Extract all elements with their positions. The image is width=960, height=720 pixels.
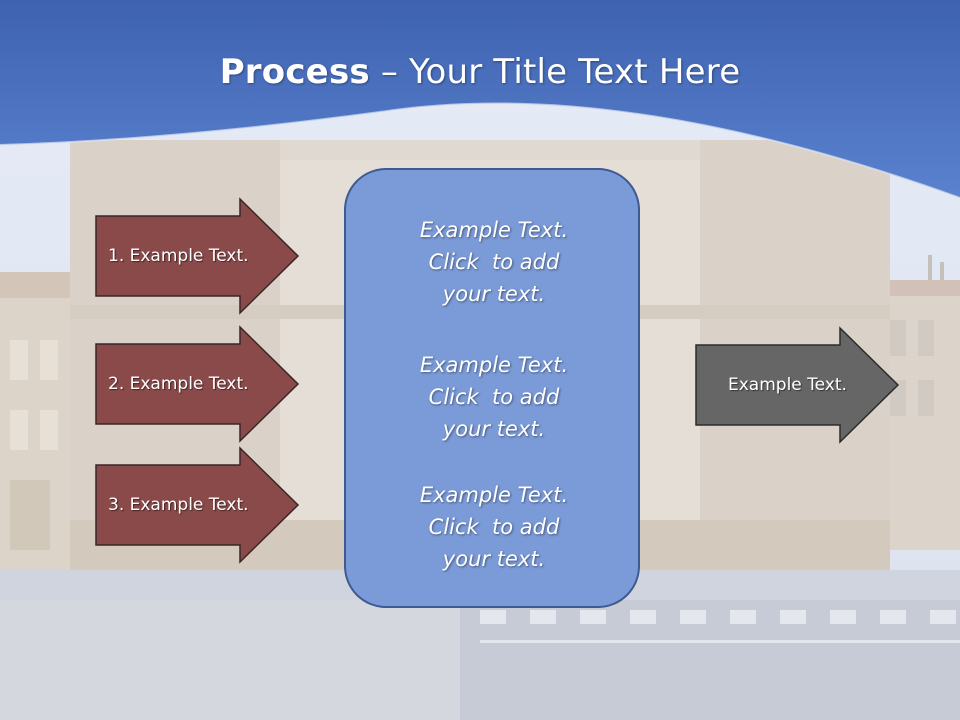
- panel-text-line: Example Text.: [419, 353, 569, 377]
- arrow-shape: [695, 326, 900, 444]
- center-text-panel[interactable]: Example Text. Click to add your text. Ex…: [344, 168, 640, 608]
- result-arrow[interactable]: Example Text.: [695, 326, 900, 444]
- panel-text-line: your text.: [442, 282, 546, 306]
- process-step-arrow-2[interactable]: 2. Example Text.: [95, 325, 300, 443]
- step-3-label: 3. Example Text.: [108, 495, 249, 515]
- result-label: Example Text.: [728, 375, 847, 395]
- panel-text-block-3[interactable]: Example Text. Click to add your text.: [346, 479, 642, 575]
- panel-text-block-1[interactable]: Example Text. Click to add your text.: [346, 214, 642, 310]
- panel-text-line: your text.: [442, 547, 546, 571]
- panel-text-line: Click to add: [428, 385, 560, 409]
- process-step-arrow-3[interactable]: 3. Example Text.: [95, 446, 300, 564]
- panel-text-block-2[interactable]: Example Text. Click to add your text.: [346, 349, 642, 445]
- arrow-shape: [95, 325, 300, 443]
- title-bold: Process: [219, 52, 370, 92]
- panel-text-line: Click to add: [428, 250, 560, 274]
- panel-text-line: Example Text.: [419, 218, 569, 242]
- step-2-label: 2. Example Text.: [108, 374, 249, 394]
- arrow-shape: [95, 197, 300, 315]
- panel-text-line: Click to add: [428, 515, 560, 539]
- title-rest: – Your Title Text Here: [369, 52, 741, 92]
- process-step-arrow-1[interactable]: 1. Example Text.: [95, 197, 300, 315]
- panel-text-line: your text.: [442, 417, 546, 441]
- panel-text-line: Example Text.: [419, 483, 569, 507]
- slide-title[interactable]: Process – Your Title Text Here: [0, 52, 960, 92]
- arrow-shape: [95, 446, 300, 564]
- step-1-label: 1. Example Text.: [108, 246, 249, 266]
